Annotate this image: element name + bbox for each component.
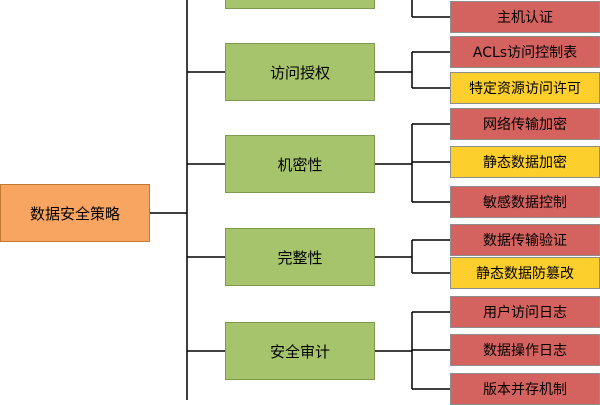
leaf-node: 版本并存机制 [450, 373, 600, 405]
leaf-node: 网络传输加密 [450, 108, 600, 140]
category-node: 完整性 [225, 228, 375, 286]
category-node-label: 机密性 [277, 155, 323, 174]
leaf-node-label: 用户访问日志 [483, 305, 567, 321]
leaf-node: 主机认证 [450, 1, 600, 33]
category-node-label: 安全审计 [269, 342, 330, 361]
leaf-node-label: 主机认证 [497, 10, 553, 26]
root-node-label: 数据安全策略 [29, 204, 120, 223]
leaf-node: 数据传输验证 [450, 224, 600, 256]
leaf-node: 静态数据加密 [450, 146, 600, 178]
category-node [225, 0, 375, 9]
category-node: 安全审计 [225, 322, 375, 380]
leaf-node-label: 版本并存机制 [483, 382, 567, 398]
leaf-node-label: 网络传输加密 [483, 117, 567, 133]
leaf-node-label: 静态数据防篡改 [476, 266, 574, 282]
root-node: 数据安全策略 [0, 184, 150, 242]
leaf-node-label: ACLs访问控制表 [472, 45, 578, 61]
leaf-node: ACLs访问控制表 [450, 36, 600, 68]
leaf-node-label: 静态数据加密 [483, 155, 567, 171]
category-node: 访问授权 [225, 43, 375, 101]
category-node: 机密性 [225, 135, 375, 193]
category-node-label: 完整性 [277, 248, 323, 267]
leaf-node-label: 特定资源访问许可 [469, 81, 581, 97]
category-node-label: 访问授权 [269, 63, 330, 82]
leaf-node-label: 敏感数据控制 [483, 195, 567, 211]
leaf-node-label: 数据操作日志 [483, 343, 567, 359]
leaf-node: 特定资源访问许可 [450, 72, 600, 104]
leaf-node: 敏感数据控制 [450, 186, 600, 218]
leaf-node: 数据操作日志 [450, 334, 600, 366]
leaf-node: 用户访问日志 [450, 296, 600, 328]
leaf-node: 静态数据防篡改 [450, 257, 600, 289]
leaf-node-label: 数据传输验证 [483, 233, 567, 249]
